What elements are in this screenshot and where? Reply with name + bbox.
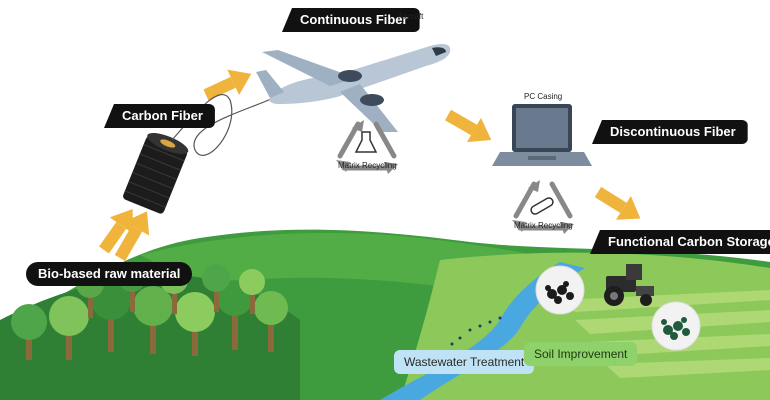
matrix-recycling-label-1: Matrix Recycling [338, 161, 397, 170]
functional-carbon-storage-label: Functional Carbon Storage [590, 230, 770, 254]
arrow-to-plane [203, 69, 252, 101]
river [380, 262, 585, 400]
recycle-icon [512, 180, 574, 234]
tube-icon [530, 197, 554, 215]
charcoal-bubble [535, 265, 585, 315]
tree-icon [202, 264, 230, 312]
aircraft-label: Aircraft [398, 12, 424, 21]
arrow-to-field [594, 186, 641, 220]
pc-casing-label: PC Casing [524, 92, 563, 101]
carbon-fiber-label: Carbon Fiber [104, 104, 215, 128]
tree-icon [133, 286, 173, 354]
bio-based-label: Bio-based raw material [26, 262, 193, 286]
continuous-fiber-label: Continuous Fiber [282, 8, 420, 32]
flow-arrows [99, 69, 641, 261]
fiber-thread [171, 93, 281, 156]
discontinuous-fiber-label: Discontinuous Fiber [592, 120, 748, 144]
arrow-bottom [99, 209, 133, 254]
matrix-recycling-label-2: Matrix Recycling [514, 221, 573, 230]
biochar-bubble [651, 301, 701, 351]
laptop-icon [492, 104, 592, 166]
tree-icon [239, 269, 265, 314]
wastewater-treatment-label: Wastewater Treatment [394, 350, 535, 374]
tree-icon [175, 292, 215, 356]
water-particles [450, 316, 502, 346]
tractor-icon [604, 264, 654, 306]
tree-icon [49, 296, 89, 360]
spool-icon [123, 132, 189, 214]
soil-improvement-label: Soil Improvement [524, 342, 638, 366]
arrow-to-laptop [445, 109, 492, 143]
flask-icon [354, 131, 378, 153]
recycle-icon [336, 120, 398, 174]
tree-icon [254, 291, 288, 352]
arrow-up [114, 211, 150, 261]
airplane-icon [256, 44, 451, 132]
tree-icon [11, 304, 47, 360]
